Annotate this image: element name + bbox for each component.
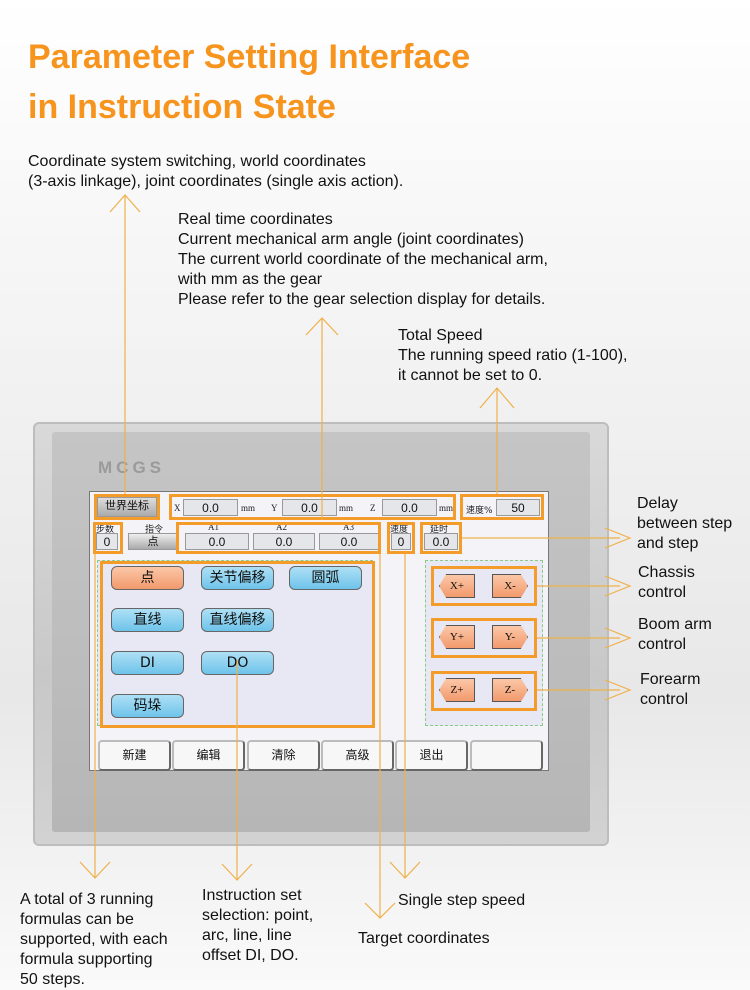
x-plus-button[interactable]: X+ [439,574,475,598]
title-line: Parameter Setting Interface [28,38,471,76]
y-minus-button[interactable]: Y- [492,625,528,649]
speed-pct-input[interactable]: 50 [496,499,540,516]
y-value: 0.0 [282,499,337,516]
note-line: Delay [637,495,678,512]
a1-label: A1 [208,522,219,532]
note-line: control [640,691,689,708]
a2-value: 0.0 [253,533,315,550]
instruction-joint-offset[interactable]: 关节偏移 [201,566,274,590]
x-label: X [174,503,181,513]
brand-logo: MCGS [98,458,165,477]
highlight-forearm [431,671,537,711]
z-unit: mm [439,503,454,513]
note-line: The current world coordinate of the mech… [178,251,548,268]
steps-label: 步数 [96,525,115,535]
note-delay: Delay between step and step [637,494,732,554]
note-boom: Boom arm control [638,615,712,655]
y-label: Y [271,503,278,513]
instruction-di[interactable]: DI [111,651,184,675]
instruction-arc[interactable]: 圆弧 [289,566,362,590]
note-line: The running speed ratio (1-100), [398,347,628,364]
new-button[interactable]: 新建 [98,740,171,771]
exit-button[interactable]: 退出 [395,740,468,771]
instruction-palletize[interactable]: 码垛 [111,694,184,718]
note-line: 50 steps. [20,971,85,988]
coord-mode-button[interactable]: 世界坐标 [97,497,157,517]
highlight-speed [387,522,415,554]
a3-label: A3 [343,522,354,532]
note-line: with mm as the gear [178,271,323,288]
note-line: (3-axis linkage), joint coordinates (sin… [28,173,404,190]
note-target: Target coordinates [358,930,490,947]
note-instruction-set: Instruction set selection: point, arc, lin… [202,886,313,966]
note-line: and step [637,535,699,552]
note-single-step: Single step speed [398,892,526,909]
a2-label: A2 [276,522,287,532]
a1-value: 0.0 [185,533,249,550]
note-line: it cannot be set to 0. [398,367,543,384]
speed-pct-label: 速度% [466,506,493,516]
note-line: selection: point, [202,907,314,924]
z-label: Z [370,503,376,513]
z-minus-button[interactable]: Z- [492,678,528,702]
note-line: Coordinate system switching, world coord… [28,153,366,170]
z-value: 0.0 [382,499,437,516]
blank-button[interactable] [470,740,543,771]
note-line: supported, with each [20,931,168,948]
note-formulas: A total of 3 running formulas can be suppo… [20,890,168,990]
instruction-point[interactable]: 点 [111,566,184,590]
speed-label: 速度 [390,525,409,535]
page-title: Parameter Setting Interface in Instructio… [28,32,470,132]
clear-button[interactable]: 清除 [247,740,320,771]
highlight-total-speed [460,494,544,520]
highlight-target [176,522,381,554]
z-plus-button[interactable]: Z+ [439,678,475,702]
instruction-line[interactable]: 直线 [111,608,184,632]
note-line: between step [637,515,733,532]
highlight-realtime [169,494,456,520]
a3-value: 0.0 [319,533,379,550]
highlight-boom [431,618,537,658]
y-plus-button[interactable]: Y+ [439,625,475,649]
note-line: Current mechanical arm angle (joint coor… [178,231,524,248]
note-line: formulas can be [20,911,134,928]
note-forearm: Forearm control [640,670,700,710]
highlight-steps [93,522,123,554]
note-line: control [638,636,687,653]
highlight-delay [420,522,462,554]
note-chassis: Chassis control [638,563,695,603]
edit-button[interactable]: 编辑 [172,740,245,771]
steps-value[interactable]: 0 [96,533,118,550]
x-minus-button[interactable]: X- [492,574,528,598]
x-value: 0.0 [183,499,238,516]
highlight-chassis [431,566,537,606]
note-line: Chassis [638,564,695,581]
x-unit: mm [241,503,256,513]
note-line: Please refer to the gear selection displ… [178,291,546,308]
delay-label: 延时 [430,525,449,535]
y-unit: mm [339,503,354,513]
note-line: Total Speed [398,327,483,344]
note-line: offset DI, DO. [202,947,299,964]
note-line: Instruction set [202,887,302,904]
speed-value[interactable]: 0 [391,533,411,550]
note-line: Boom arm [638,616,712,633]
note-line: arc, line, line [202,927,292,944]
cmd-label: 指令 [145,525,164,535]
note-line: control [638,584,687,601]
instruction-line-offset[interactable]: 直线偏移 [201,608,274,632]
note-coord-switch: Coordinate system switching, world coord… [28,152,403,192]
title-line: in Instruction State [28,88,336,126]
note-line: Forearm [640,671,701,688]
note-line: formula supporting [20,951,153,968]
delay-value[interactable]: 0.0 [424,533,458,550]
highlight-coord-mode [94,494,160,520]
note-line: Real time coordinates [178,211,333,228]
advanced-button[interactable]: 高级 [321,740,394,771]
note-line: A total of 3 running [20,891,154,908]
